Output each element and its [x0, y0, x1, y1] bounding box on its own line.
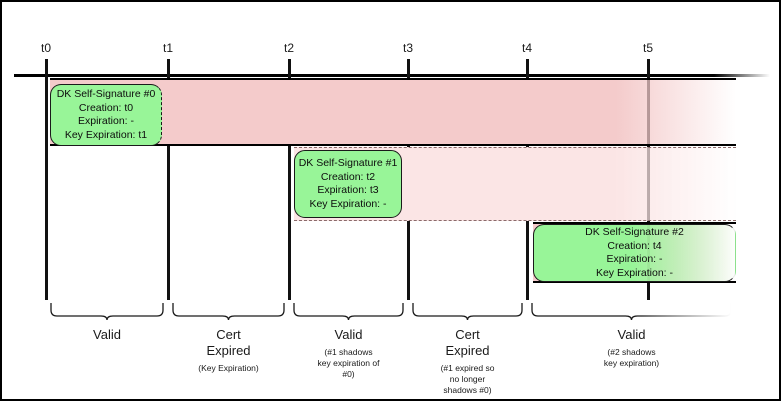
signature-key-expiration: Key Expiration: t1: [64, 128, 148, 141]
period-signature-0: [50, 78, 736, 146]
signature-key-expiration: Key Expiration: -: [595, 266, 674, 279]
tick-line-t1: [167, 59, 170, 300]
brace-segment-t2-t3: [293, 303, 404, 321]
brace-segment-t0-t1: [50, 303, 164, 321]
brace-segment-t1-t2: [172, 303, 285, 321]
signature-expiration: Expiration: t3: [317, 184, 379, 196]
segment-title: Valid: [617, 327, 646, 342]
segment-label-segment-t4-end: Valid (#2 shadows key expiration): [507, 327, 756, 369]
segment-title: Cert Expired: [445, 327, 490, 358]
signature-title: DK Self-Signature #0: [56, 88, 156, 100]
segment-note: (Key Expiration): [198, 363, 259, 373]
tick-label-t5: t5: [642, 41, 654, 55]
signature-creation: Creation: t2: [320, 170, 376, 183]
brace-segment-t4-end: [531, 303, 732, 321]
segment-note: (#2 shadows key expiration): [603, 347, 660, 368]
segment-title: Valid: [93, 327, 121, 342]
tick-label-t1: t1: [162, 41, 174, 55]
segment-title: Valid: [334, 327, 363, 342]
segment-note: (#1 shadows key expiration of #0): [317, 347, 380, 379]
segment-note: (#1 expired so no longer shadows #0): [440, 363, 495, 395]
tick-label-t0: t0: [40, 41, 52, 55]
segment-label-segment-t3-t4: Cert Expired (#1 expired so no longer sha…: [388, 327, 547, 396]
tick-label-t2: t2: [283, 41, 295, 55]
signature-title: DK Self-Signature #2: [585, 226, 684, 238]
signature-expiration: Expiration: -: [606, 253, 663, 265]
segment-label-segment-t1-t2: Cert Expired (Key Expiration): [148, 327, 309, 374]
tick-label-t3: t3: [402, 41, 414, 55]
signature-expiration: Expiration: -: [77, 115, 135, 127]
segment-label-segment-t2-t3: Valid (#1 shadows key expiration of #0): [269, 327, 428, 380]
tick-line-t0: [45, 59, 48, 300]
signature-key-expiration: Key Expiration: -: [309, 197, 387, 210]
signature-creation: Creation: t4: [607, 239, 662, 252]
segment-label-segment-t0-t1: Valid: [26, 327, 188, 343]
signature-creation: Creation: t0: [78, 101, 134, 114]
segment-title: Cert Expired: [206, 327, 251, 358]
tick-line-t2: [288, 59, 291, 300]
signature-title: DK Self-Signature #1: [298, 157, 398, 169]
brace-segment-t3-t4: [412, 303, 523, 321]
tick-label-t4: t4: [521, 41, 533, 55]
timeline-axis: [14, 74, 770, 77]
